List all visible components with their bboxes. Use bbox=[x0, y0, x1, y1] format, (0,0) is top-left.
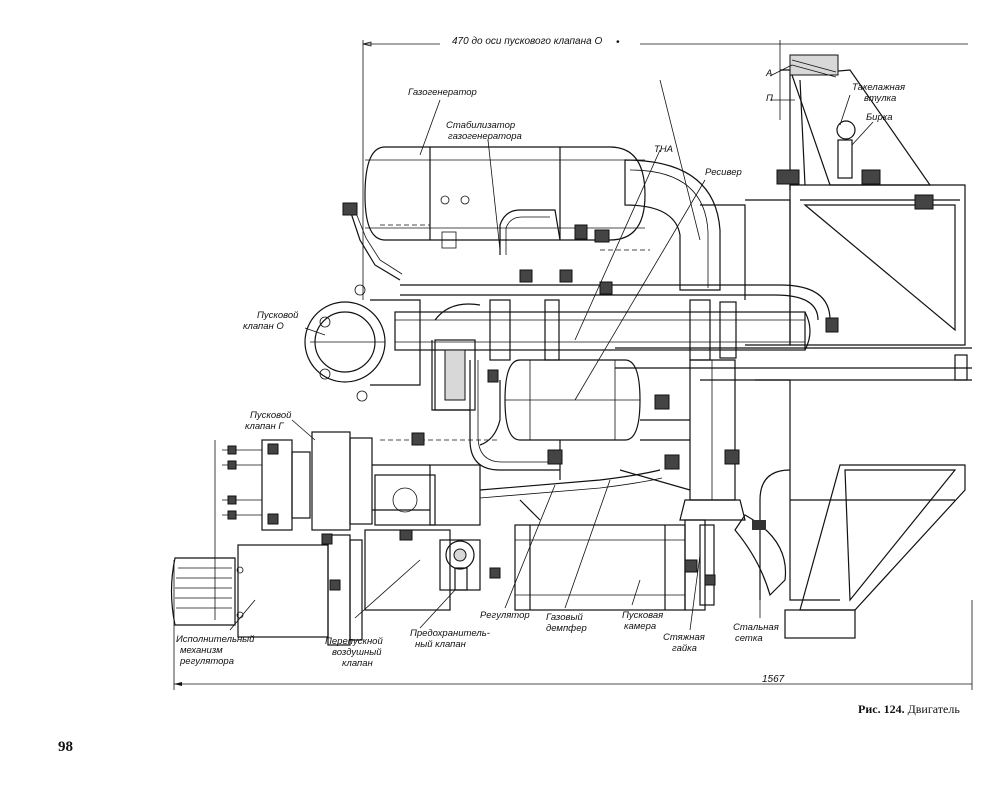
label-mark-a: А bbox=[765, 68, 772, 79]
dimension-top: 470 до оси пускового клапана О • bbox=[362, 33, 968, 300]
label-tag: Бирка bbox=[866, 112, 893, 123]
label-actuator-1: Исполнительный bbox=[176, 634, 255, 645]
piping bbox=[349, 209, 691, 521]
caption-prefix: Рис. 124. bbox=[858, 702, 905, 716]
label-start-valve-g-1: Пусковой bbox=[250, 410, 292, 421]
label-gas-generator: Газогенератор bbox=[408, 87, 477, 98]
label-mark-p: П bbox=[766, 93, 773, 104]
start-valve-g bbox=[214, 431, 373, 620]
label-start-chamber-2: камера bbox=[624, 621, 656, 632]
gas-generator bbox=[364, 146, 646, 249]
label-bypass-3: клапан bbox=[342, 658, 374, 669]
label-rigging-2: втулка bbox=[864, 93, 896, 104]
dimension-bottom-text: 1567 bbox=[762, 674, 785, 685]
label-tie-nut-1: Стяжная bbox=[663, 632, 705, 643]
label-bypass-1: Перепускной bbox=[325, 636, 383, 647]
label-gas-damper-1: Газовый bbox=[546, 612, 583, 623]
svg-text:•: • bbox=[616, 37, 620, 48]
label-safety-2: ный клапан bbox=[415, 639, 467, 650]
right-frame bbox=[615, 54, 972, 639]
label-start-valve-o-2: клапан О bbox=[243, 321, 284, 332]
label-tie-nut-2: гайка bbox=[672, 643, 697, 654]
label-tna: ТНА bbox=[654, 144, 673, 155]
label-start-valve-g-2: клапан Г bbox=[245, 421, 284, 432]
label-regulator: Регулятор bbox=[480, 610, 530, 621]
label-stabilizer-1: Стабилизатор bbox=[446, 120, 515, 131]
valve-block bbox=[364, 464, 481, 611]
label-actuator-3: регулятора bbox=[179, 656, 234, 667]
main-manifold bbox=[394, 284, 831, 361]
start-chamber bbox=[514, 519, 715, 611]
start-valve-o bbox=[304, 284, 421, 402]
label-steel-mesh-1: Стальная bbox=[733, 622, 779, 633]
vertical-pipe bbox=[679, 359, 746, 521]
page-number: 98 bbox=[58, 739, 73, 755]
label-bypass-2: воздушный bbox=[332, 647, 382, 658]
dimension-top-text: 470 до оси пускового клапана О bbox=[452, 36, 602, 47]
label-start-chamber-1: Пусковая bbox=[622, 610, 663, 621]
receiver bbox=[504, 359, 641, 441]
label-rigging-1: Такелажная bbox=[852, 82, 905, 93]
caption-title: Двигатель bbox=[907, 702, 960, 716]
fittings bbox=[321, 169, 934, 591]
label-actuator-2: механизм bbox=[180, 645, 223, 656]
label-steel-mesh-2: сетка bbox=[735, 633, 763, 644]
label-receiver: Ресивер bbox=[705, 167, 742, 178]
actuator bbox=[170, 534, 363, 646]
labels: Газогенератор Стабилизатор газогенератор… bbox=[176, 68, 905, 669]
leader-lines bbox=[229, 64, 874, 631]
label-stabilizer-2: газогенератора bbox=[448, 131, 522, 142]
label-gas-damper-2: демпфер bbox=[546, 623, 587, 634]
label-start-valve-o-1: Пусковой bbox=[257, 310, 299, 321]
figure-caption: Рис. 124. Двигатель bbox=[858, 702, 960, 717]
tna-pipe bbox=[624, 79, 746, 300]
dimension-bottom: 1567 bbox=[173, 560, 973, 690]
label-safety-1: Предохранитель- bbox=[410, 628, 490, 639]
